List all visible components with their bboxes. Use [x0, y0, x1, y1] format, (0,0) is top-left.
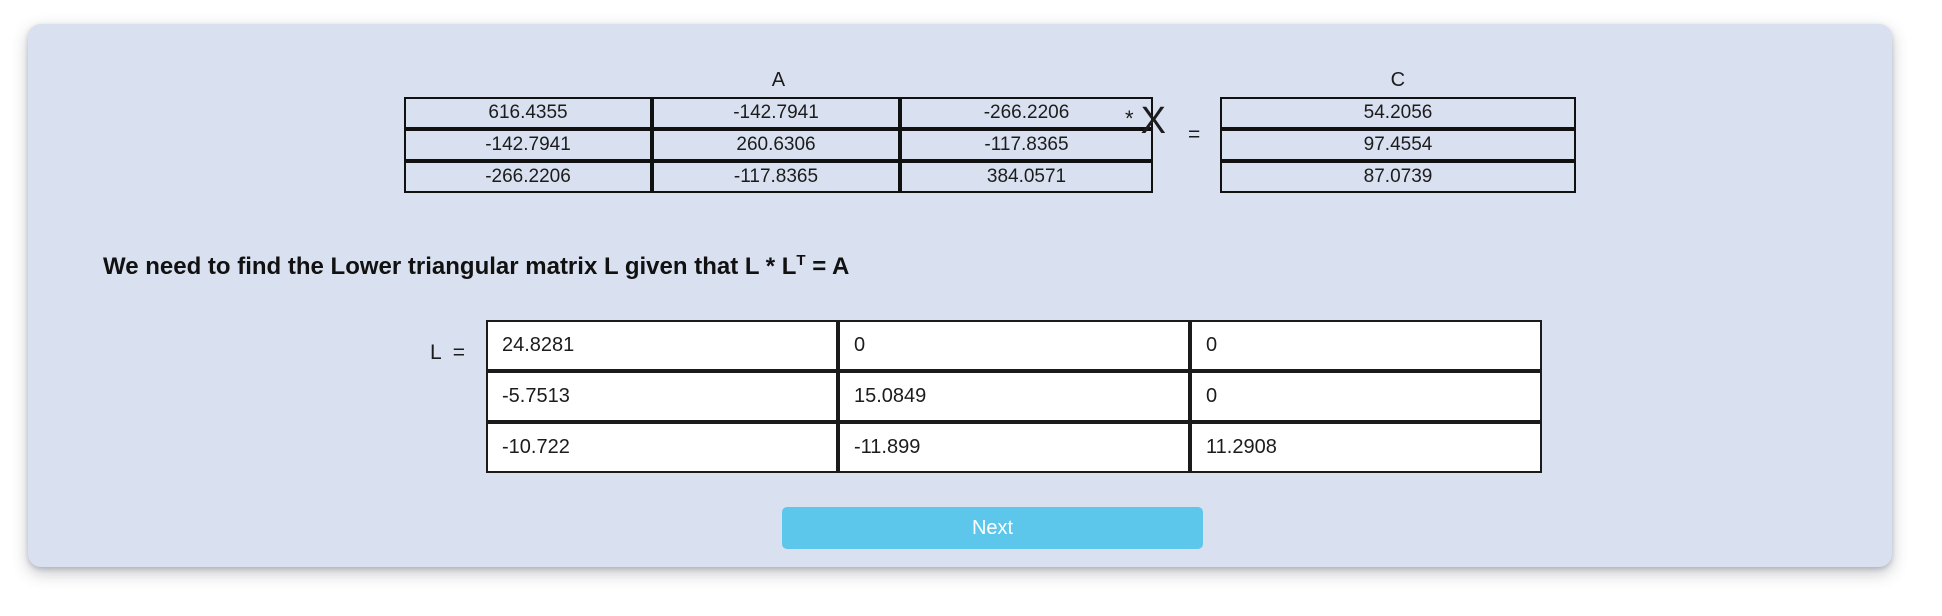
l-cell-0-1: 0	[838, 320, 1190, 371]
l-cell-2-0: -10.722	[486, 422, 838, 473]
next-button[interactable]: Next	[782, 507, 1203, 549]
matrix-a-cell-1-2: -117.8365	[900, 129, 1153, 161]
l-cell-0-2: 0	[1190, 320, 1542, 371]
multiply-unknown-group: *X	[1125, 102, 1166, 140]
matrix-a-table: 616.4355 -142.7941 -266.2206 -142.7941 2…	[404, 97, 1153, 193]
matrix-a-cell-2-0: -266.2206	[404, 161, 652, 193]
l-input-2-1[interactable]: -11.899	[838, 422, 1190, 473]
matrix-a-cell-1-1: 260.6306	[652, 129, 900, 161]
matrix-c-label: C	[1390, 69, 1406, 91]
matrix-a-cell-2-2: 384.0571	[900, 161, 1153, 193]
matrix-c-cell-2-0: 87.0739	[1220, 161, 1576, 193]
matrix-a-block: A 616.4355 -142.7941 -266.2206 -142.7941…	[404, 68, 1153, 193]
l-input-1-2[interactable]: 0	[1190, 371, 1542, 422]
matrix-c-block: C 54.2056 97.4554 87.0739	[1220, 68, 1576, 193]
l-cell-2-2: 11.2908	[1190, 422, 1542, 473]
table-row: 54.2056	[1220, 97, 1576, 129]
l-input-1-1[interactable]: 15.0849	[838, 371, 1190, 422]
matrix-a-cell-0-1: -142.7941	[652, 97, 900, 129]
table-row: 87.0739	[1220, 161, 1576, 193]
instruction-text-main: We need to find the Lower triangular mat…	[103, 253, 797, 280]
multiply-operator: *	[1125, 106, 1134, 131]
l-cell-0-0: 24.8281	[486, 320, 838, 371]
table-row: -266.2206 -117.8365 384.0571	[404, 161, 1153, 193]
equation-row: A 616.4355 -142.7941 -266.2206 -142.7941…	[28, 24, 1892, 204]
l-cell-1-1: 15.0849	[838, 371, 1190, 422]
l-input-0-0[interactable]: 24.8281	[486, 320, 838, 371]
unknown-vector-label: X	[1140, 100, 1166, 142]
l-matrix-table: 24.8281 0 0 -5.7513	[486, 320, 1542, 473]
l-matrix-label: L =	[430, 341, 468, 364]
table-row: 97.4554	[1220, 129, 1576, 161]
table-row: 24.8281 0 0	[486, 320, 1542, 371]
l-cell-2-1: -11.899	[838, 422, 1190, 473]
l-input-2-2[interactable]: 11.2908	[1190, 422, 1542, 473]
l-input-0-2[interactable]: 0	[1190, 320, 1542, 371]
exercise-panel: A 616.4355 -142.7941 -266.2206 -142.7941…	[28, 24, 1892, 567]
matrix-c-cell-1-0: 97.4554	[1220, 129, 1576, 161]
table-row: 616.4355 -142.7941 -266.2206	[404, 97, 1153, 129]
matrix-a-cell-0-0: 616.4355	[404, 97, 652, 129]
matrix-c-table: 54.2056 97.4554 87.0739	[1220, 97, 1576, 193]
matrix-c-cell-0-0: 54.2056	[1220, 97, 1576, 129]
l-input-1-0[interactable]: -5.7513	[486, 371, 838, 422]
table-row: -10.722 -11.899 11.2908	[486, 422, 1542, 473]
l-input-2-0[interactable]: -10.722	[486, 422, 838, 473]
table-row: -142.7941 260.6306 -117.8365	[404, 129, 1153, 161]
matrix-a-label: A	[771, 69, 786, 91]
l-cell-1-2: 0	[1190, 371, 1542, 422]
transpose-superscript: T	[796, 252, 806, 269]
table-row: -5.7513 15.0849 0	[486, 371, 1542, 422]
l-cell-1-0: -5.7513	[486, 371, 838, 422]
matrix-a-cell-2-1: -117.8365	[652, 161, 900, 193]
equals-operator: =	[1188, 123, 1201, 146]
matrix-a-cell-1-0: -142.7941	[404, 129, 652, 161]
matrix-a-cell-0-2: -266.2206	[900, 97, 1153, 129]
l-input-0-1[interactable]: 0	[838, 320, 1190, 371]
instruction-text: We need to find the Lower triangular mat…	[103, 252, 849, 282]
instruction-text-tail: = A	[805, 253, 850, 280]
